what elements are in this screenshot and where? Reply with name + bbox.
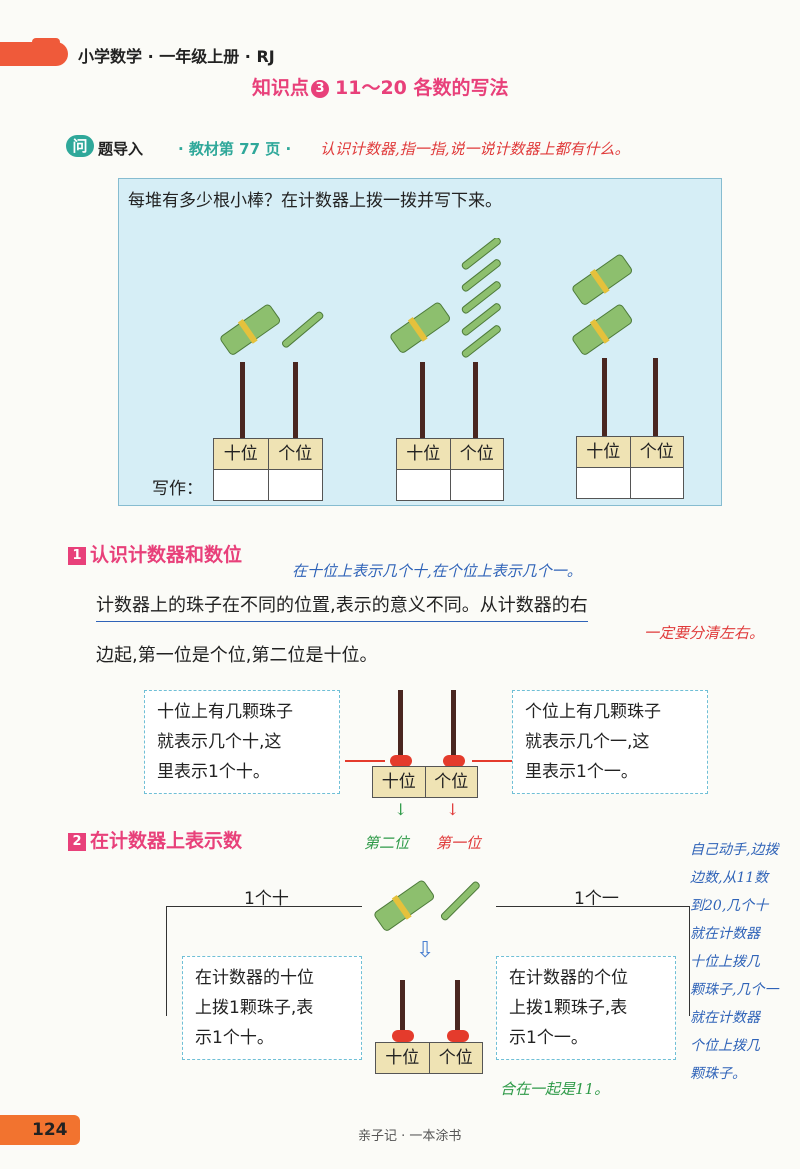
place-value-header-1: 十位个位 (372, 766, 478, 798)
handwritten-note-section1: 在十位上表示几个十,在个位上表示几个一。 (292, 562, 582, 580)
intro-label: 题导入 (98, 140, 144, 158)
ones-cell[interactable] (267, 470, 323, 500)
bead (392, 1030, 414, 1042)
bracket-line (689, 906, 690, 1016)
book-series: 小学数学 · 一年级上册 · RJ (78, 47, 275, 66)
handwritten-note-intro: 认识计数器,指一指,说一说计数器上都有什么。 (320, 140, 630, 158)
arrow-left-icon (472, 760, 512, 762)
counter-rod (653, 358, 658, 440)
bracket-line (166, 906, 362, 907)
tens-explanation-box: 十位上有几颗珠子 就表示几个十,这 里表示1个十。 (144, 690, 340, 794)
arrow-down-icon: ⇩ (416, 938, 435, 963)
arrow-down-red-icon: ↓ (446, 800, 460, 819)
counter-rod (451, 690, 456, 762)
counter-rod (602, 358, 607, 440)
section-1-text-line2: 边起,第一位是个位,第二位是十位。 (96, 645, 378, 666)
one-one-label: 1个一 (574, 889, 619, 909)
counter-rod (240, 362, 245, 440)
bead (390, 755, 412, 767)
ones-header: 个位 (629, 437, 684, 467)
handwritten-note-left-right: 一定要分清左右。 (644, 624, 765, 642)
place-value-header-2: 十位个位 (375, 1042, 483, 1074)
stick-bundle-icon (220, 304, 324, 355)
tens-cell[interactable] (214, 470, 268, 500)
place-value-table-1: 十位个位 (213, 438, 323, 501)
question-icon: 问 (66, 135, 94, 157)
tens-header: 十位 (223, 444, 258, 464)
together-note: 合在一起是11。 (500, 1080, 610, 1098)
stick-bundle-icon (572, 254, 633, 355)
ones-cell[interactable] (629, 468, 684, 498)
tens-header: 十位 (406, 444, 441, 464)
place-value-table-3: 十位个位 (576, 436, 684, 499)
exercise-question: 每堆有多少根小棒？在计数器上拨一拨并写下来。 (128, 191, 502, 211)
counter-rod (420, 362, 425, 440)
stick-bundle-icon (374, 880, 480, 931)
counter-rod (293, 362, 298, 440)
ones-header: 个位 (449, 439, 504, 469)
ones-cell[interactable] (449, 470, 504, 500)
bead (443, 755, 465, 767)
tens-cell[interactable] (397, 470, 450, 500)
one-ten-label: 1个十 (244, 889, 289, 909)
tens-cell[interactable] (577, 468, 630, 498)
counter-rod (473, 362, 478, 440)
second-place-note: 第二位 (364, 834, 410, 852)
stick-bundle-icon (390, 238, 501, 358)
ones-explanation-box: 个位上有几颗珠子 就表示几个一,这 里表示1个一。 (512, 690, 708, 794)
textbook-reference: · 教材第 77 页 · (178, 140, 292, 158)
page-number: 124 (32, 1120, 68, 1140)
tens-instruction-box: 在计数器的十位 上拨1颗珠子,表 示1个十。 (182, 956, 362, 1060)
footer-brand: 亲子记 · 一本涂书 (358, 1129, 462, 1144)
header-bar (0, 42, 68, 66)
ones-header: 个位 (267, 439, 323, 469)
handwritten-side-note: 自己动手,边拨 边数,从11数 到20,几个十 就在计数器 十位上拨几 颗珠子,… (690, 842, 779, 1082)
tens-header: 十位 (586, 442, 621, 462)
counter-rod (398, 690, 403, 762)
ones-instruction-box: 在计数器的个位 上拨1颗珠子,表 示1个一。 (496, 956, 676, 1060)
bracket-line (496, 906, 690, 907)
section-1-text-line1: 计数器上的珠子在不同的位置,表示的意义不同。从计数器的右 (96, 591, 588, 622)
counter-rod (455, 980, 460, 1034)
arrow-right-icon (345, 760, 385, 762)
bead (447, 1030, 469, 1042)
counter-rod (400, 980, 405, 1034)
first-place-note: 第一位 (436, 834, 482, 852)
arrow-down-green-icon: ↓ (394, 800, 408, 819)
page-number-tab (0, 1115, 80, 1145)
bracket-line (166, 906, 167, 1016)
place-value-table-2: 十位个位 (396, 438, 504, 501)
write-label: 写作： (152, 479, 203, 499)
